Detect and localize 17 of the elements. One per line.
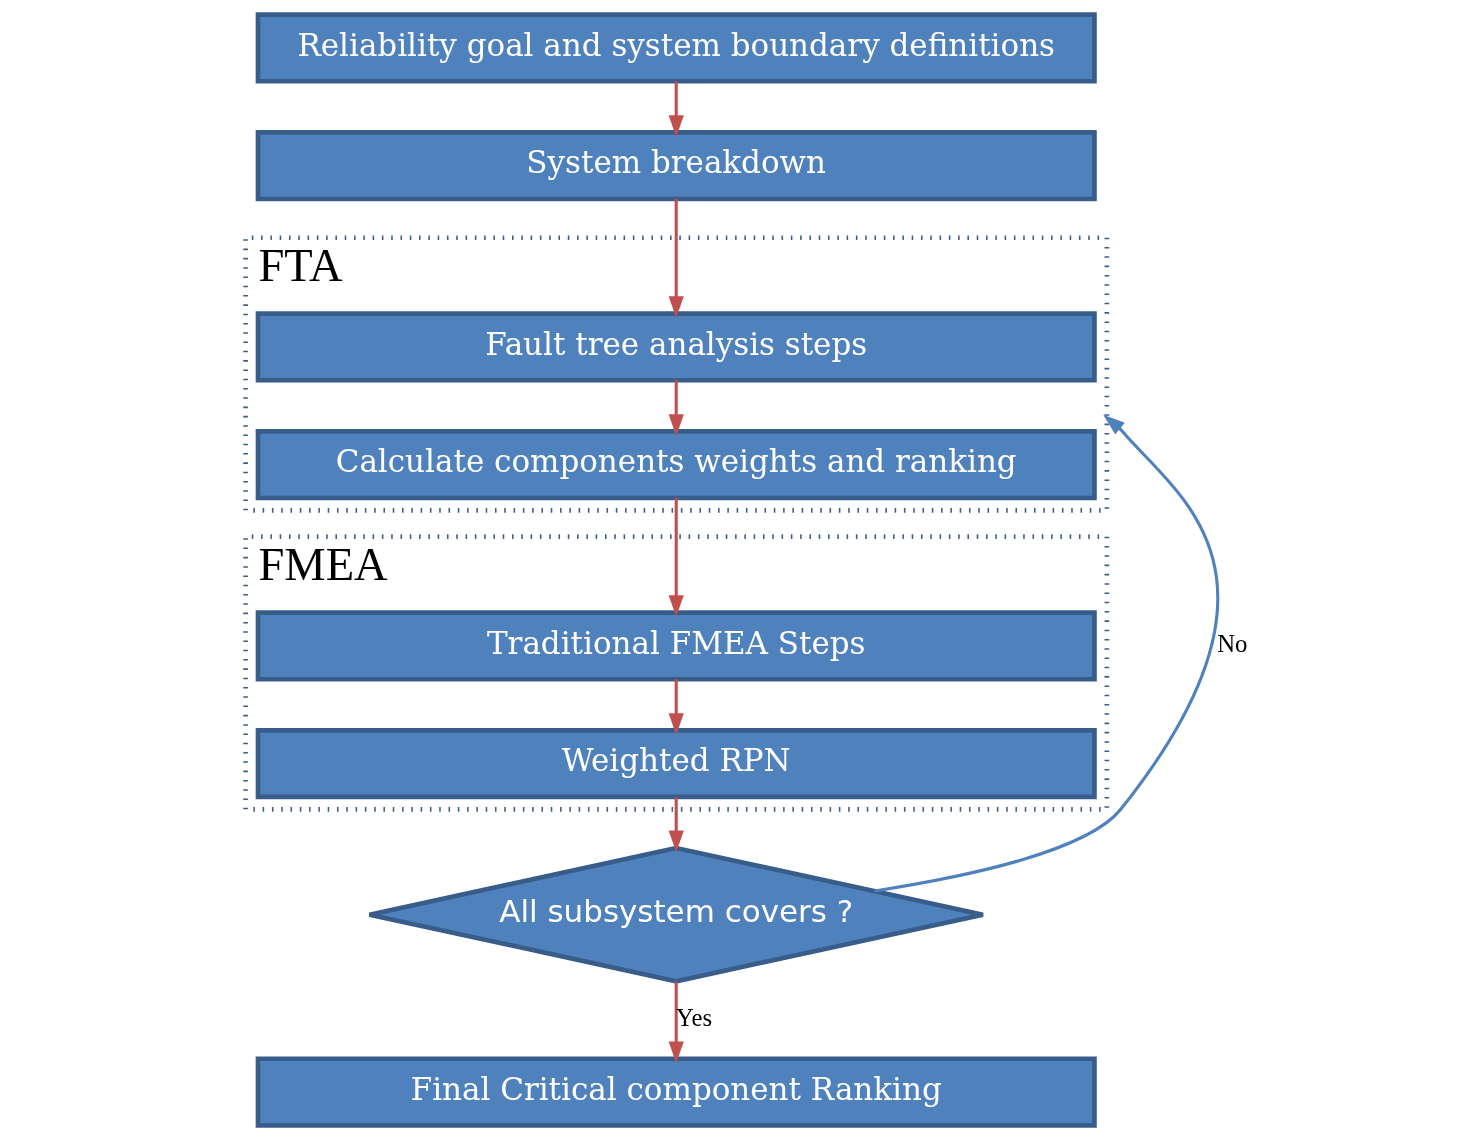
node-box: System breakdown [255,130,1097,202]
arrow [668,797,684,853]
node-box: Traditional FMEA Steps [255,610,1097,682]
edge-label: No [1217,629,1248,657]
node-diamond: All subsystem covers ? [367,845,986,984]
arrow [874,414,1219,893]
node-box: Weighted RPN [255,728,1097,800]
arrow [668,679,684,735]
arrow [668,498,684,617]
arrow [668,981,684,1064]
node-box: Calculate components weights and ranking [255,429,1097,501]
node-box: Reliability goal and system boundary definitions [255,12,1097,84]
node-box: Final Critical component Ranking [255,1056,1097,1128]
arrow [668,380,684,437]
node-box: Fault tree analysis steps [255,311,1097,383]
arrow [668,199,684,318]
arrow [668,81,684,138]
